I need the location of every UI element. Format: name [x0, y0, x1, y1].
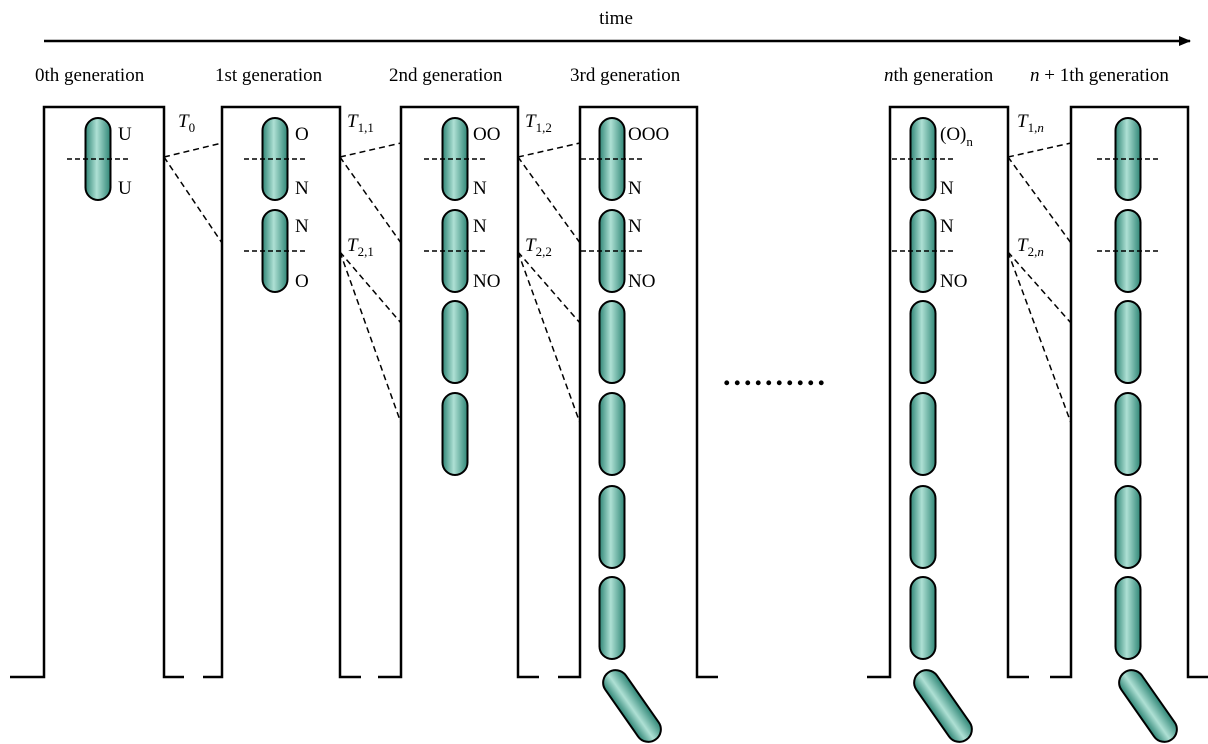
cells [84, 117, 1178, 743]
cell-gn1-6 [1114, 576, 1142, 660]
channel-0 [10, 105, 184, 679]
generation-label-n: nth generation [884, 65, 994, 86]
channel-1 [203, 105, 361, 679]
pole-label-g3a-bottom: N [628, 178, 642, 199]
pole-label-g1a-bottom: N [295, 178, 309, 199]
pole-label-g2a-top: OO [473, 124, 500, 145]
pole-label-g2b-top: N [473, 216, 487, 237]
channel-3 [558, 105, 718, 679]
transition-label-t2n: T2,n [1017, 235, 1044, 259]
pole-labels: U U O N N O OO N N NO OOO N N NO (O)n N … [118, 124, 973, 292]
pole-label-g1a-top: O [295, 124, 309, 145]
cell-gn-6 [909, 576, 937, 660]
channel-n-plus-1 [1050, 105, 1208, 679]
division-lines [67, 158, 1159, 252]
cell-g2b [441, 209, 469, 293]
transition-lines [163, 142, 1072, 424]
cell-gn-5 [909, 485, 937, 569]
generation-label-1: 1st generation [215, 65, 323, 86]
cell-g1b [261, 209, 289, 293]
cell-g3-5 [598, 485, 626, 569]
transition-label-t22: T2,2 [525, 235, 552, 259]
pole-label-g2a-bottom: N [473, 178, 487, 199]
cell-gna [909, 117, 937, 201]
channel-2 [378, 105, 539, 679]
generation-label-0: 0th generation [35, 65, 145, 86]
cell-g0 [84, 117, 112, 201]
cell-gn-exiting [913, 669, 973, 743]
pole-label-g3a-top: OOO [628, 124, 669, 145]
pole-label-g3b-bottom: NO [628, 271, 655, 292]
cell-g2a [441, 117, 469, 201]
cell-gn-4 [909, 392, 937, 476]
ellipsis: .......... [723, 359, 828, 392]
pole-label-gna-top: (O)n [940, 124, 973, 149]
cell-gn1-exiting [1118, 669, 1178, 743]
cell-gn1-4 [1114, 392, 1142, 476]
channel-n [867, 105, 1029, 679]
pole-label-g1b-bottom: O [295, 271, 309, 292]
cell-gn1-5 [1114, 485, 1142, 569]
pole-label-g2b-bottom: NO [473, 271, 500, 292]
cell-gn1b [1114, 209, 1142, 293]
transition-label-t1n: T1,n [1017, 111, 1044, 135]
pole-label-g3b-top: N [628, 216, 642, 237]
channels [10, 105, 1208, 679]
cell-gn-3 [909, 300, 937, 384]
cell-g2d [441, 392, 469, 476]
generation-label-2: 2nd generation [389, 65, 503, 86]
time-label: time [599, 8, 633, 29]
transition-label-t12: T1,2 [525, 111, 552, 135]
generation-label-n-plus-1: n + 1th generation [1030, 65, 1169, 86]
pole-label-g1b-top: N [295, 216, 309, 237]
transition-label-t11: T1,1 [347, 111, 374, 135]
cell-g3a [598, 117, 626, 201]
cell-g1a [261, 117, 289, 201]
pole-label-g0-bottom: U [118, 178, 132, 199]
cell-g3b [598, 209, 626, 293]
cell-gnb [909, 209, 937, 293]
cell-gn1-3 [1114, 300, 1142, 384]
cell-g3-3 [598, 300, 626, 384]
pole-label-gna-bottom: N [940, 178, 954, 199]
cell-g3-6 [598, 576, 626, 660]
generation-label-3: 3rd generation [570, 65, 681, 86]
cell-g3-4 [598, 392, 626, 476]
cell-g2c [441, 300, 469, 384]
cell-gn1a [1114, 117, 1142, 201]
pole-label-g0-top: U [118, 124, 132, 145]
cell-g3-exiting [602, 669, 662, 743]
transition-label-t0: T0 [178, 111, 195, 135]
pole-label-gnb-top: N [940, 216, 954, 237]
pole-label-gnb-bottom: NO [940, 271, 967, 292]
transition-label-t21: T2,1 [347, 235, 374, 259]
